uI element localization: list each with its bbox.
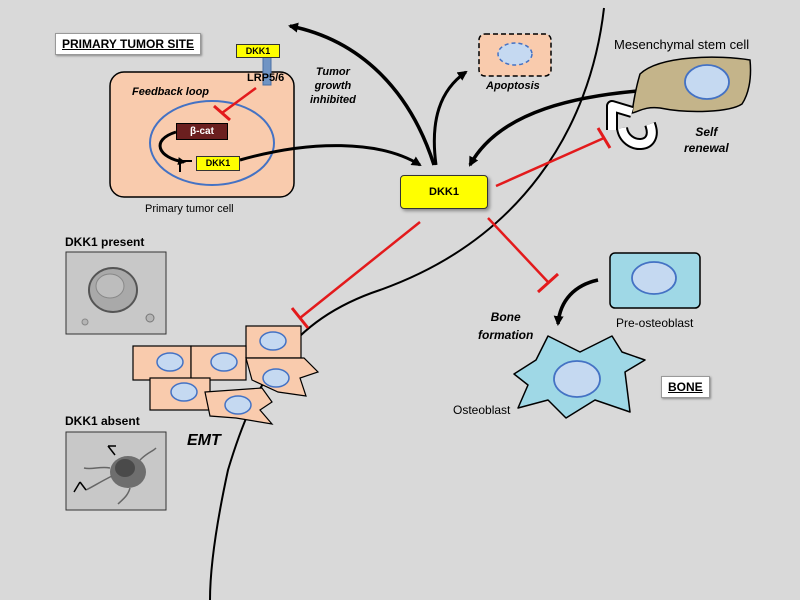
apoptosis-label: Apoptosis [486, 80, 540, 92]
emt-cell-cluster [132, 325, 320, 425]
beta-cat-box: β-cat [176, 123, 228, 140]
dkk1-central-box: DKK1 [400, 175, 488, 209]
inhibit-bone-formation-line [487, 217, 549, 283]
inhibit-bone-formation-bar [536, 272, 560, 294]
apoptotic-nucleus [497, 42, 533, 66]
feedback-loop-label: Feedback loop [132, 86, 210, 98]
self-renewal-label: Self renewal [684, 124, 729, 156]
dkk1-absent-label: DKK1 absent [65, 414, 140, 428]
tumor-growth-line-3: inhibited [310, 94, 356, 106]
bone-label: BONE [661, 376, 710, 398]
osteoblast-label: Osteoblast [453, 403, 511, 417]
dkk1-absent-micrograph [65, 431, 167, 511]
self-renewal-line-1: Self [695, 125, 718, 139]
bone-formation-line-2: formation [478, 328, 534, 342]
differentiation-arrow [553, 278, 599, 326]
osteoblast-nucleus [553, 360, 601, 398]
tumor-nucleus [149, 100, 275, 186]
stem-cell-nucleus [684, 64, 730, 100]
dkk1-secretion-arrow [239, 144, 422, 167]
dkk1-ligand-tag: DKK1 [236, 44, 280, 58]
self-renewal-line-2: renewal [684, 141, 729, 155]
dkk1-present-micrograph [65, 251, 167, 335]
pre-osteoblast-label: Pre-osteoblast [616, 316, 694, 330]
dkk1-gene-tag: DKK1 [196, 156, 240, 171]
pre-osteoblast-nucleus [631, 261, 677, 295]
tumor-growth-line-2: growth [314, 80, 352, 92]
inhibit-emt-bar [290, 307, 310, 329]
mesenchymal-stem-cell-label: Mesenchymal stem cell [614, 37, 750, 52]
inhibit-emt-line [299, 221, 421, 319]
primary-tumor-site-label: PRIMARY TUMOR SITE [55, 33, 202, 55]
lrp-label: LRP5/6 [247, 72, 285, 84]
feedback-inhibition-line [221, 86, 257, 115]
tumor-growth-line-1: Tumor [315, 66, 350, 78]
bone-boundary-curve [209, 7, 605, 600]
beta-cat-to-dkk1-arrow [158, 130, 186, 166]
dkk1-present-label: DKK1 present [65, 235, 145, 249]
bone-formation-line-1: Bone [490, 310, 521, 324]
primary-tumor-cell-label: Primary tumor cell [145, 203, 234, 215]
bone-formation-label: Bone formation [478, 308, 533, 344]
feedback-inhibition-bar [213, 104, 231, 122]
promoter-mark [179, 160, 192, 172]
stem-cell-to-dkk1-arrow [468, 88, 651, 167]
emt-label: EMT [187, 432, 221, 449]
inhibit-self-renewal-line [495, 136, 605, 188]
tumor-growth-inhibited-label: Tumor growth inhibited [310, 65, 356, 107]
tumor-growth-arrow [288, 22, 436, 166]
inhibit-self-renewal-bar [596, 127, 612, 149]
apoptosis-arrow [432, 70, 468, 166]
